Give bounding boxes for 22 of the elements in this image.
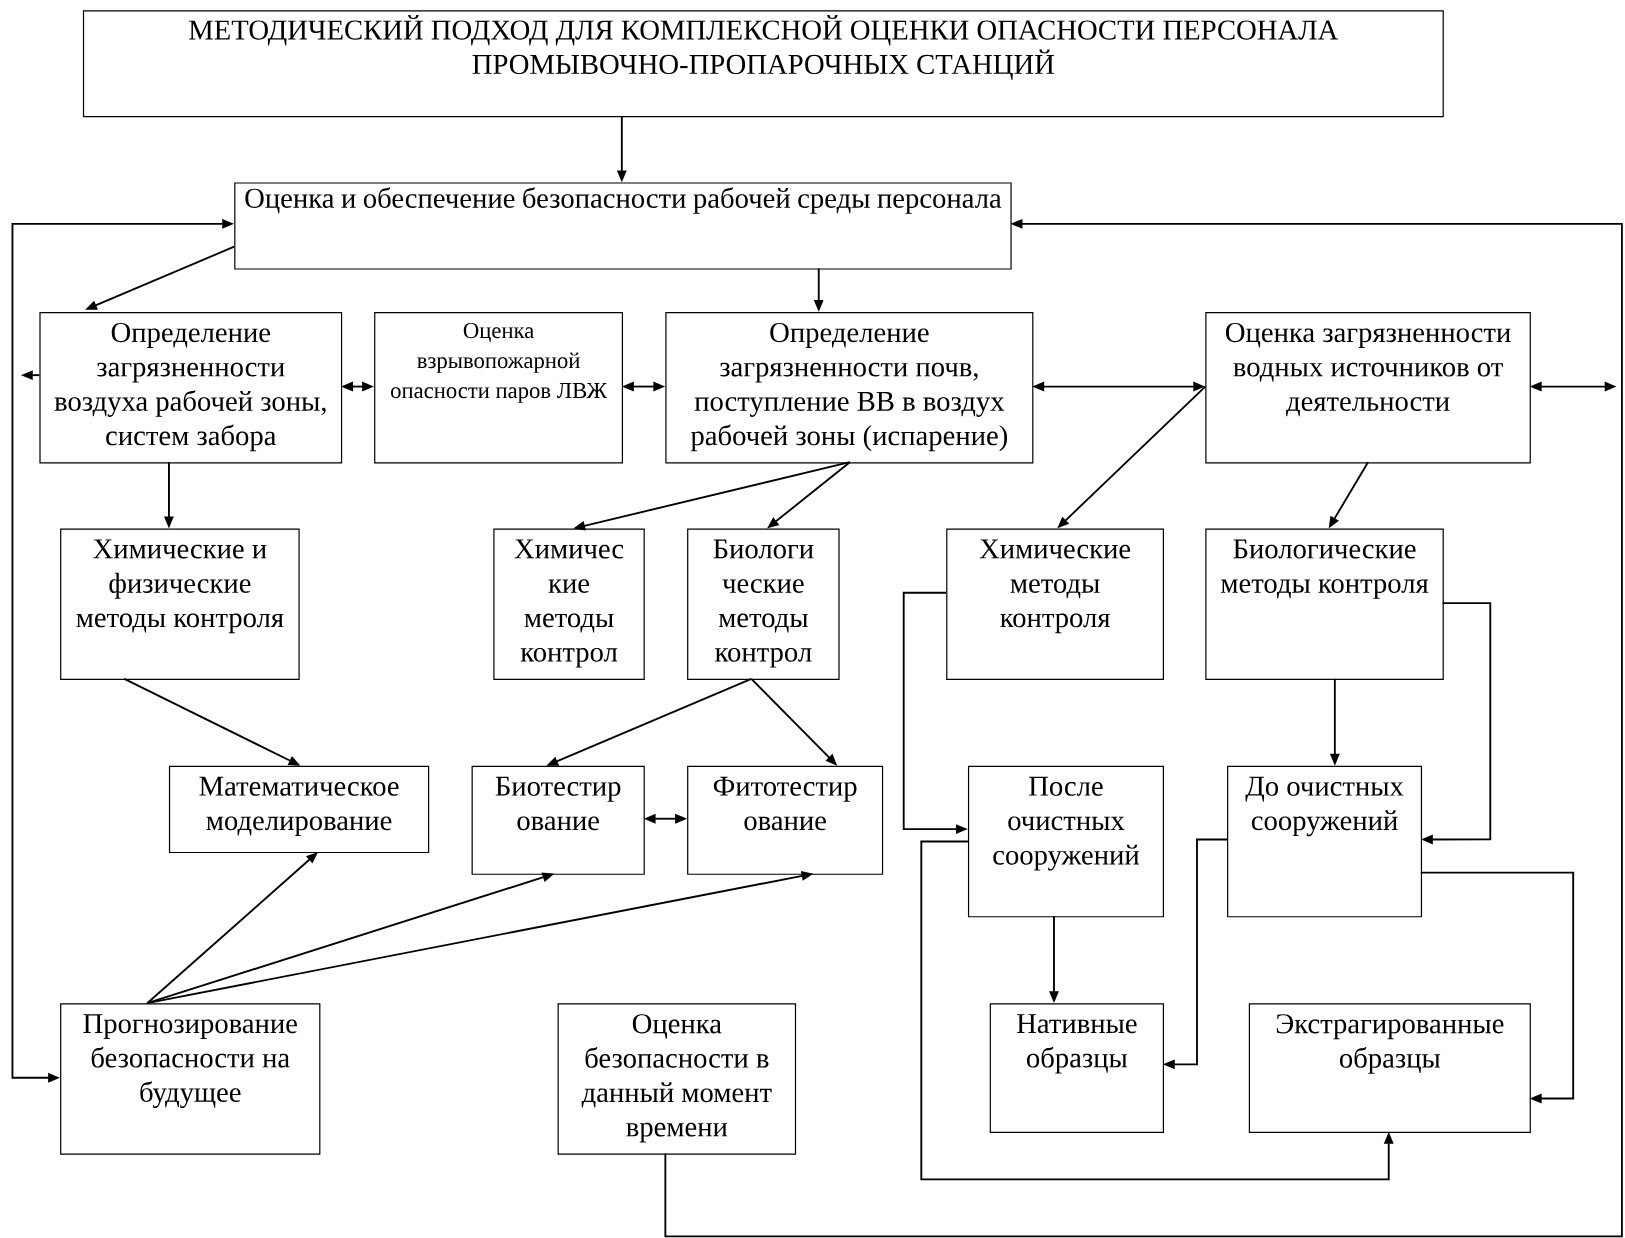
process-box: Химичес кие методы контрол: [493, 528, 645, 680]
process-box: Биологические методы контроля: [1205, 528, 1444, 680]
process-box: До очистных сооружений: [1227, 765, 1423, 918]
process-box: Нативные образцы: [989, 1003, 1164, 1133]
process-box: Определение загрязненности воздуха рабочей зоны, систем забора: [39, 311, 343, 464]
arrow: [920, 840, 1394, 1181]
process-box: Оценка и обеспечение безопасности рабочей среды персонала: [234, 182, 1012, 270]
process-box: Определение загрязненности почв, поступление ВВ в воздух рабочей зоны (испарение): [665, 311, 1034, 464]
process-box: Оценка взрывопожарной опасности паров ЛВЖ: [374, 311, 623, 464]
title-box: МЕТОДИЧЕСКИЙ ПОДХОД ДЛЯ КОМПЛЕКСНОЙ ОЦЕНКИ ОПАСНОСТИ ПЕРСОНАЛА ПРОМЫВОЧНО-ПРОПАРОЧНЫХ СТАНЦИЙ: [82, 10, 1444, 118]
process-box: Оценка безопасности в данный момент времени: [557, 1003, 797, 1155]
process-box: Фитотестир ование: [687, 765, 884, 875]
arrow: [1419, 871, 1575, 1104]
process-box: Химические методы контроля: [946, 528, 1164, 680]
process-box: Экстрагированные образцы: [1248, 1003, 1531, 1133]
process-box: После очистных сооружений: [967, 765, 1164, 918]
process-box: Химические и физические методы контроля: [60, 528, 300, 680]
process-box: Прогнозирование безопасности на будущее: [60, 1003, 321, 1155]
process-box: Математическое моделирование: [168, 765, 430, 854]
process-box: Биотестир ование: [471, 765, 645, 875]
process-box: Оценка загрязненности водных источников от деятельности: [1205, 311, 1531, 464]
process-box: Биологи ческие методы контрол: [687, 528, 840, 680]
